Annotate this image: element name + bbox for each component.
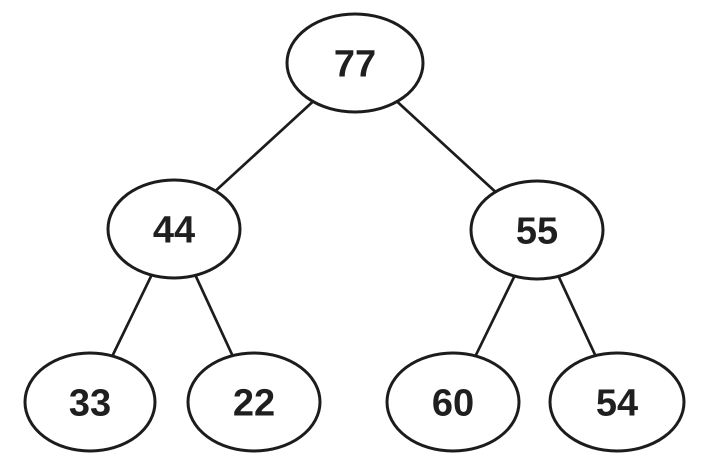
tree-node-54: 54: [548, 351, 686, 453]
tree-node-ellipse: [548, 351, 686, 453]
tree-node-ellipse: [186, 351, 322, 453]
tree-node-77: 77: [285, 12, 425, 114]
tree-node-ellipse: [469, 179, 605, 281]
tree-node-60: 60: [385, 351, 521, 453]
tree-node-ellipse: [385, 351, 521, 453]
tree-edge-55-60: [474, 274, 516, 358]
tree-node-ellipse: [285, 12, 425, 114]
tree-edge-77-55: [395, 100, 497, 194]
tree-node-label: 33: [69, 382, 111, 424]
tree-node-label: 77: [334, 43, 376, 85]
tree-node-label: 54: [596, 382, 638, 424]
tree-edge-55-54: [557, 274, 597, 357]
tree-edge-44-22: [194, 273, 234, 358]
tree-edge-44-33: [110, 273, 153, 358]
tree-node-44: 44: [106, 178, 242, 280]
tree-node-label: 22: [233, 382, 275, 424]
tree-node-22: 22: [186, 351, 322, 453]
tree-node-33: 33: [23, 351, 157, 453]
tree-node-label: 44: [153, 209, 195, 251]
tree-edge-77-44: [214, 100, 315, 193]
tree-node-55: 55: [469, 179, 605, 281]
tree-node-label: 55: [516, 210, 558, 252]
tree-node-label: 60: [432, 382, 474, 424]
tree-node-ellipse: [106, 178, 242, 280]
tree-node-ellipse: [23, 351, 157, 453]
